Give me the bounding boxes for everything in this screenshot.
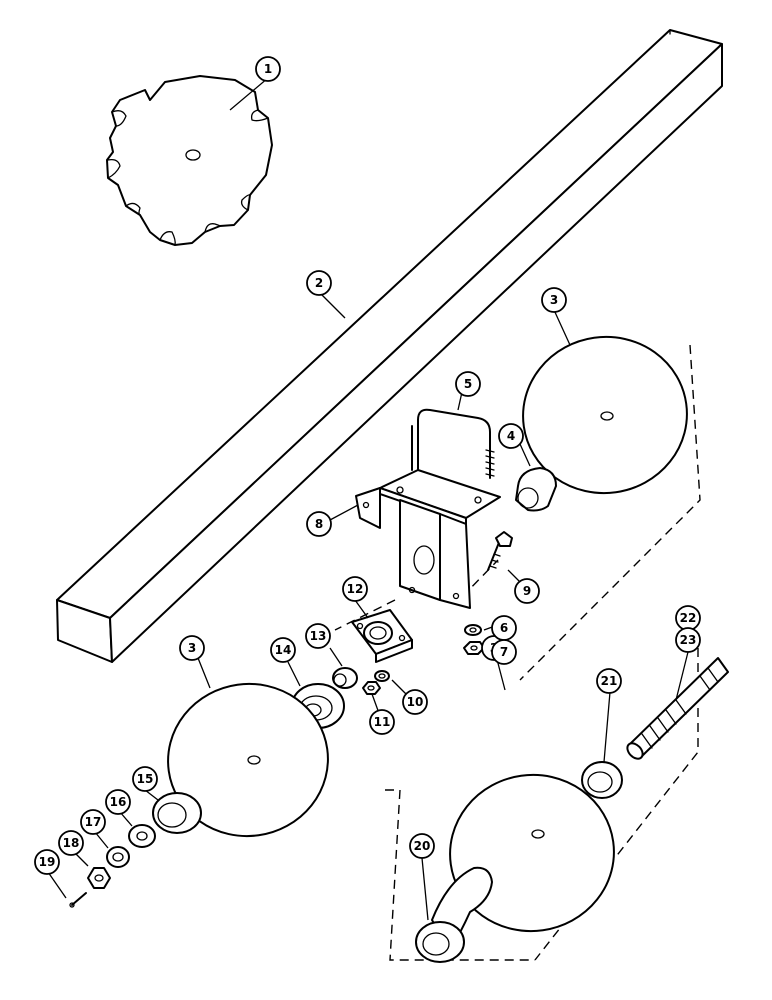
part-notched-disc [106, 75, 273, 246]
svg-text:23: 23 [680, 633, 697, 647]
callout-19: 19 [34, 849, 60, 875]
part-plain-disc-upper [522, 335, 688, 495]
svg-text:14: 14 [275, 643, 292, 657]
callout-16: 16 [105, 789, 131, 815]
part-washer-16 [128, 824, 156, 848]
svg-text:11: 11 [374, 715, 391, 729]
callout-10: 10 [402, 689, 428, 715]
callout-23: 23 [675, 627, 701, 653]
svg-text:21: 21 [601, 674, 618, 688]
svg-text:13: 13 [310, 629, 327, 643]
svg-text:18: 18 [63, 836, 80, 850]
svg-text:9: 9 [523, 584, 531, 598]
callout-3-lower-left: 3 [179, 635, 205, 661]
part-nut-7 [463, 641, 485, 655]
svg-text:8: 8 [315, 517, 323, 531]
callout-4: 4 [498, 423, 524, 449]
callout-11: 11 [369, 709, 395, 735]
callout-18: 18 [58, 830, 84, 856]
svg-text:3: 3 [550, 293, 558, 307]
part-axle-bar [56, 29, 723, 663]
part-u-bolt [411, 408, 495, 479]
callout-12: 12 [342, 576, 368, 602]
svg-text:10: 10 [407, 695, 424, 709]
part-nut-11 [362, 681, 381, 695]
callout-17: 17 [80, 809, 106, 835]
part-plain-disc-lower-right [449, 773, 615, 933]
svg-text:17: 17 [85, 815, 102, 829]
part-plain-disc-lower-left [167, 682, 329, 838]
callout-3-upper: 3 [541, 287, 567, 313]
svg-text:3: 3 [188, 641, 196, 655]
svg-text:20: 20 [414, 839, 431, 853]
callout-1: 1 [255, 56, 281, 82]
svg-text:15: 15 [137, 772, 154, 786]
part-castle-nut [87, 867, 111, 889]
part-trumpet-spool [415, 866, 493, 963]
callout-5: 5 [455, 371, 481, 397]
part-cup-seal [515, 467, 557, 512]
svg-text:7: 7 [500, 645, 508, 659]
callout-15: 15 [132, 766, 158, 792]
part-bearing-housing [351, 609, 413, 663]
svg-text:6: 6 [500, 621, 508, 635]
part-threaded-stud [626, 657, 729, 760]
callout-13: 13 [305, 623, 331, 649]
part-spacer-15 [152, 792, 202, 834]
part-bushing [332, 667, 358, 689]
svg-text:2: 2 [315, 276, 323, 290]
part-washer-6 [464, 624, 482, 636]
svg-text:22: 22 [680, 611, 697, 625]
callout-7: 7 [491, 639, 517, 665]
part-bracket [355, 469, 501, 609]
callout-20: 20 [409, 833, 435, 859]
svg-text:16: 16 [110, 795, 127, 809]
svg-text:12: 12 [347, 582, 364, 596]
part-bolt [487, 531, 513, 571]
callout-21: 21 [596, 668, 622, 694]
svg-text:5: 5 [464, 377, 472, 391]
callout-6: 6 [491, 615, 517, 641]
callout-14: 14 [270, 637, 296, 663]
part-washer-10 [374, 670, 390, 682]
callout-2: 2 [306, 270, 332, 296]
callout-9: 9 [514, 578, 540, 604]
svg-text:1: 1 [264, 62, 272, 76]
callout-22: 22 [675, 605, 701, 631]
callout-8: 8 [306, 511, 332, 537]
svg-text:4: 4 [507, 429, 515, 443]
part-washer-17 [106, 846, 130, 868]
part-spool-21 [581, 761, 623, 799]
svg-text:19: 19 [39, 855, 56, 869]
part-cotter-pin [69, 892, 87, 908]
